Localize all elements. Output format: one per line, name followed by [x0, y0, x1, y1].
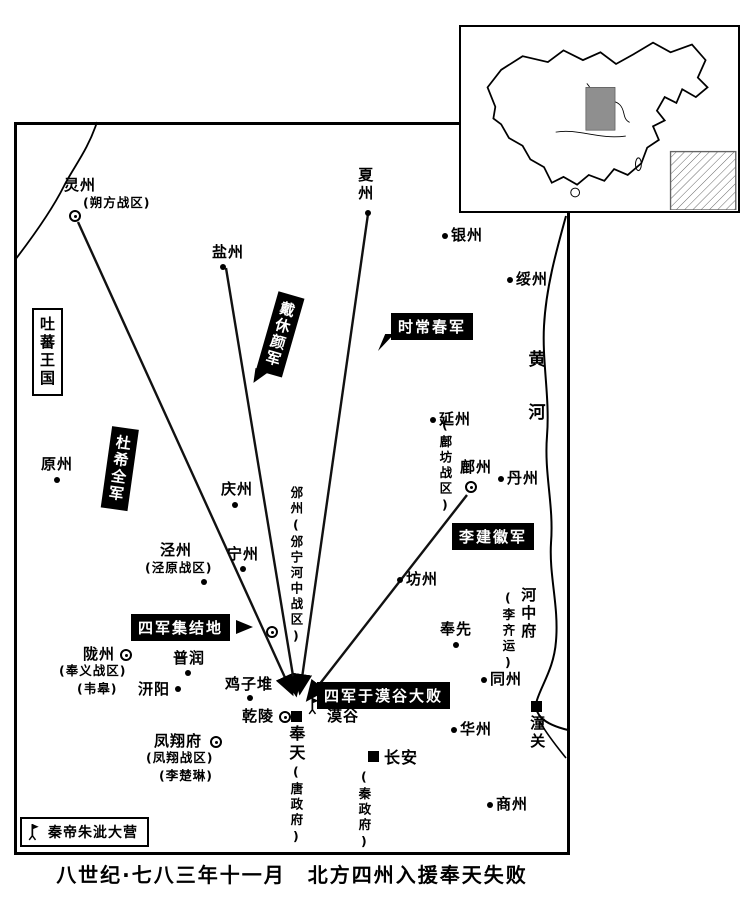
place-longzhou-note: (奉义战区): [59, 663, 127, 678]
place-tongguan-label: 潼关: [528, 715, 547, 751]
marker-qianling: [279, 711, 291, 723]
place-changan-label: 长安: [384, 748, 419, 767]
place-jingzhou-label: 泾州: [160, 541, 193, 559]
marker-xiazhou: [365, 210, 371, 216]
marker-fengtian-capital: [291, 711, 302, 722]
legend-label: 秦帝朱泚大营: [48, 825, 138, 841]
army-label-mogu-defeat: 四军于漠谷大败: [317, 682, 451, 709]
marker-tongguan: [531, 701, 542, 712]
yellow-river: [535, 215, 569, 731]
relief-route-lines: [76, 213, 468, 702]
marker-yanchi: [220, 264, 226, 270]
marker-yuanzhou: [54, 477, 60, 483]
place-danzhou-label: 丹州: [507, 469, 540, 487]
yellow-river-branch: [539, 721, 567, 759]
marker-purun: [185, 670, 191, 676]
marker-tongzhou: [481, 677, 487, 683]
marker-qianyang: [175, 686, 181, 692]
marker-suizhou: [507, 277, 513, 283]
place-yuanzhou-label: 原州: [41, 455, 74, 473]
china-inset-map: [459, 25, 740, 213]
taiwan-island: [635, 157, 642, 172]
place-purun-label: 普润: [173, 649, 206, 667]
marker-ningzhou: [240, 566, 246, 572]
region-label-yellow-river: 黄河: [524, 350, 545, 456]
marker-fuzhou-hq: [465, 481, 477, 493]
camp-flag-glyph: [28, 824, 39, 841]
place-binzhou-label: 邠州(邠宁河中战区): [288, 486, 304, 646]
place-xiazhou-label: 夏州: [356, 167, 375, 203]
army-label-shichangchun: 时常春军: [391, 313, 474, 340]
china-outline: [486, 41, 709, 186]
marker-huazhou: [451, 727, 457, 733]
place-hezhongfu-label: 河中府: [519, 587, 538, 641]
place-fengtian-label: 奉天: [286, 725, 306, 763]
route-line-fuzhou: [305, 494, 468, 702]
place-fengxiangfu-label: 凤翔府: [154, 732, 203, 750]
map-caption: 八世纪·七八三年十一月 北方四州入援奉天失败: [56, 863, 528, 887]
place-qianling-label: 乾陵: [242, 707, 275, 725]
marker-shangzhou: [487, 802, 493, 808]
marker-qingzhou: [232, 502, 238, 508]
place-yinzhou-label: 银州: [451, 226, 484, 244]
place-fuzhou-note: (鄜坊战区): [437, 417, 453, 515]
marker-yinzhou: [442, 233, 448, 239]
place-suizhou-label: 绥州: [516, 270, 549, 288]
place-lingzhou-note: (朔方战区): [83, 195, 151, 210]
marker-jingzhou: [201, 579, 207, 585]
place-shangzhou-label: 商州: [496, 795, 529, 813]
place-longzhou-label: 陇州: [83, 645, 116, 663]
place-jingzhou-note: (泾原战区): [145, 560, 213, 575]
place-changan-note: (秦政府): [356, 769, 372, 852]
marker-fangzhou: [397, 577, 403, 583]
place-lingzhou-label: 灵州: [64, 176, 97, 194]
place-fengxiangfu-note: (凤翔战区): [146, 750, 214, 765]
marker-binzhou-hq: [266, 626, 278, 638]
place-hezhongfu-note: (李齐运): [500, 590, 516, 673]
place-qianyang-label: 汧阳: [138, 680, 171, 698]
marker-danzhou: [498, 476, 504, 482]
sea-hatch-panel: [669, 150, 737, 211]
place-yanzhou-label: 延州: [439, 410, 472, 428]
route-line-yanchi: [224, 267, 303, 698]
place-yanchi-label: 盐州: [212, 243, 245, 261]
place-ningzhou-label: 宁州: [227, 545, 260, 563]
marker-lingzhou-hq: [69, 210, 81, 222]
hainan-island: [570, 187, 581, 198]
place-fuzhou-label: 鄜州: [460, 458, 493, 476]
northwest-river: [14, 121, 98, 261]
place-fangzhou-label: 坊州: [406, 570, 439, 588]
place-fengtian-note: (唐政府): [288, 764, 304, 847]
marker-fengxian: [453, 642, 459, 648]
marker-jizidui: [247, 695, 253, 701]
army-label-assembly-point: 四军集结地: [131, 614, 231, 641]
place-mogu-label: 漠谷: [327, 707, 360, 725]
place-huazhou-label: 华州: [460, 720, 493, 738]
china-inset-svg: [486, 41, 737, 211]
route-line-lingzhou: [76, 221, 294, 697]
place-fengxiangfu-commander: (李楚琳): [159, 768, 213, 783]
route-line-xiazhou: [293, 213, 370, 696]
campaign-region-highlight: [585, 87, 616, 131]
place-jizidui-label: 鸡子堆: [225, 675, 274, 693]
rivers: [14, 121, 569, 759]
place-longzhou-commander: (韦皋): [77, 681, 118, 696]
marker-fengxiangfu-hq: [210, 736, 222, 748]
place-tongzhou-label: 同州: [490, 670, 523, 688]
marker-changan-capital: [368, 751, 379, 762]
marker-yanzhou: [430, 417, 436, 423]
inset-river-line-south: [555, 130, 626, 138]
army-label-lijianhui: 李建徽军: [452, 523, 535, 550]
legend-box: 秦帝朱泚大营: [20, 817, 149, 847]
marker-longzhou-hq: [120, 649, 132, 661]
place-fengxian-label: 奉先: [440, 620, 473, 638]
legend-camp-icon: [28, 823, 42, 841]
region-label-tubo-kingdom: 吐蕃王国: [32, 308, 63, 396]
place-qingzhou-label: 庆州: [221, 480, 254, 498]
